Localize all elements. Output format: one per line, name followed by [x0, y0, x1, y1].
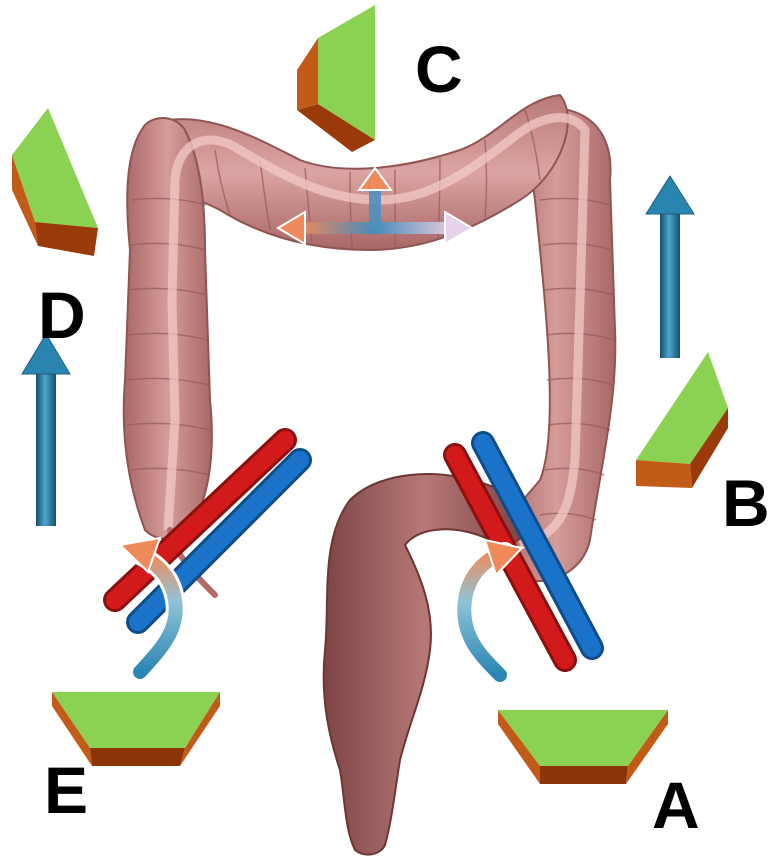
wedge-b	[636, 352, 728, 488]
wedge-c	[297, 5, 375, 152]
label-c: C	[415, 36, 463, 102]
label-b: B	[722, 470, 769, 536]
wedge-d	[12, 108, 98, 256]
wedge-a	[498, 710, 668, 784]
label-e: E	[44, 757, 88, 823]
up-arrow-icon	[646, 176, 694, 358]
up-arrow-icon	[22, 334, 70, 526]
label-a: A	[652, 772, 700, 838]
label-d: D	[38, 282, 86, 348]
